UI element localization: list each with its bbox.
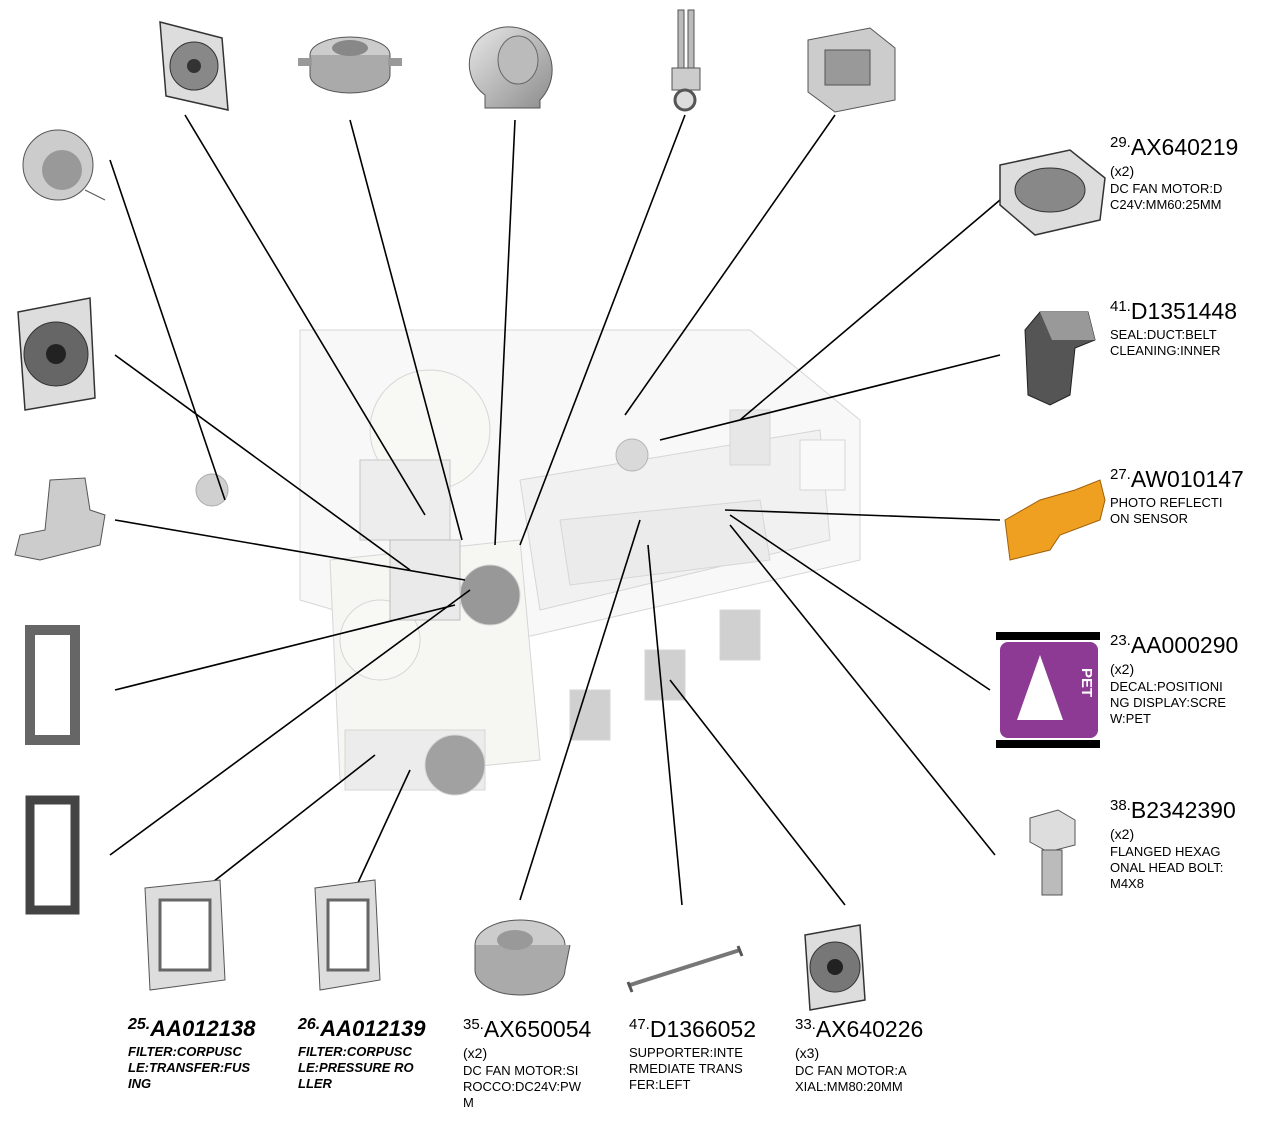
part-number: AW010147 [1130, 466, 1244, 492]
callout-33: 33.AX640226 (x3) DC FAN MOTOR:A XIAL:MM8… [795, 1016, 965, 1095]
description: DC FAN MOTOR:D C24V:MM60:25MM [1110, 181, 1223, 212]
callout-47: 47.D1366052 SUPPORTER:INTE RMEDIATE TRAN… [629, 1016, 799, 1093]
quantity: (x2) [1110, 826, 1135, 842]
pet-decal-icon: PET [996, 632, 1100, 748]
description: DECAL:POSITIONI NG DISPLAY:SCRE W:PET [1110, 679, 1227, 726]
part-number: AA012138 [150, 1016, 256, 1041]
metal-bracket-icon [14, 477, 106, 561]
sirocco-blower-icon [474, 919, 571, 996]
callout-38: 38.B2342390 (x2) FLANGED HEXAG ONAL HEAD… [1110, 797, 1262, 892]
bracket-icon [807, 27, 896, 113]
quantity: (x2) [463, 1045, 488, 1061]
part-number: AA000290 [1130, 632, 1239, 658]
decal-text: PET [1078, 668, 1095, 697]
filter-frame-dark-icon [25, 795, 80, 915]
description: FILTER:CORPUSC LE:TRANSFER:FUS ING [128, 1044, 251, 1091]
callout-35: 35.AX650054 (x2) DC FAN MOTOR:SI ROCCO:D… [463, 1016, 633, 1111]
pressure-filter-icon [314, 879, 381, 991]
callout-26: 26.AA012139 FILTER:CORPUSC LE:PRESSURE R… [298, 1016, 468, 1092]
callout-29: 29.AX640219 (x2) DC FAN MOTOR:D C24V:MM6… [1110, 134, 1262, 213]
large-axial-fan-icon [17, 297, 96, 411]
main-assembly [195, 329, 861, 796]
photo-sensor-icon [1004, 479, 1106, 561]
part-number: B2342390 [1130, 797, 1236, 823]
callout-41: 41.D1351448 SEAL:DUCT:BELT CLEANING:INNE… [1110, 298, 1262, 359]
description: DC FAN MOTOR:SI ROCCO:DC24V:PW M [463, 1063, 581, 1110]
description: DC FAN MOTOR:A XIAL:MM80:20MM [795, 1063, 907, 1094]
duct-seal-icon [1024, 311, 1096, 406]
callout-25: 25.AA012138 FILTER:CORPUSC LE:TRANSFER:F… [128, 1016, 298, 1092]
description: FILTER:CORPUSC LE:PRESSURE RO LLER [298, 1044, 414, 1091]
leader-lines [109, 114, 1001, 906]
part-number: D1366052 [649, 1016, 757, 1042]
axial-fan-80-icon [804, 924, 866, 1011]
supporter-rod-icon [626, 945, 744, 993]
part-number: AX640219 [1130, 134, 1239, 160]
description: FLANGED HEXAG ONAL HEAD BOLT: M4X8 [1110, 844, 1224, 891]
sirocco-fan-icon [298, 36, 402, 94]
part-number: D1351448 [1130, 298, 1238, 324]
quantity: (x2) [1110, 163, 1135, 179]
hex-bolt-icon [1029, 809, 1076, 896]
quantity: (x3) [795, 1045, 820, 1061]
part-number: AX640226 [815, 1016, 924, 1042]
dc-fan-icon [999, 149, 1106, 236]
axial-fan-icon [159, 21, 229, 111]
filter-frame-icon [25, 625, 80, 745]
part-number: AX650054 [483, 1016, 592, 1042]
callout-23: 23.AA000290 (x2) DECAL:POSITIONI NG DISP… [1110, 632, 1262, 727]
shaft-icon [671, 9, 701, 112]
part-number: AA012139 [320, 1016, 426, 1041]
description: SUPPORTER:INTE RMEDIATE TRANS FER:LEFT [629, 1045, 743, 1092]
description: PHOTO REFLECTI ON SENSOR [1110, 495, 1223, 526]
transfer-filter-icon [144, 879, 226, 991]
callout-27: 27.AW010147 PHOTO REFLECTI ON SENSOR [1110, 466, 1262, 527]
blower-fan-icon [468, 26, 553, 109]
description: SEAL:DUCT:BELT CLEANING:INNER [1110, 327, 1221, 358]
quantity: (x2) [1110, 661, 1135, 677]
small-blower-icon [22, 129, 106, 201]
